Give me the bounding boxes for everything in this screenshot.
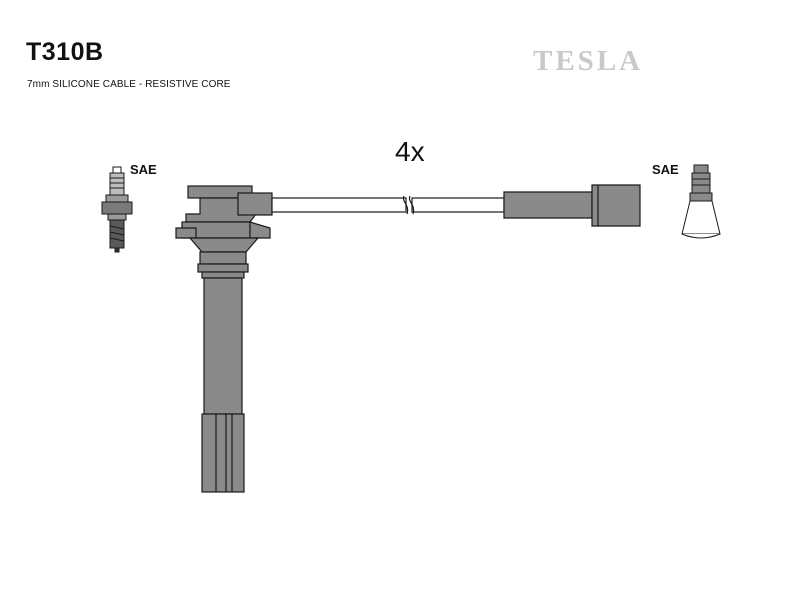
part-number: T310B xyxy=(26,38,104,66)
product-description: 7mm SILICONE CABLE - RESISTIVE CORE xyxy=(27,79,231,90)
left-terminal-label: SAE xyxy=(130,162,157,177)
terminal-cap-icon xyxy=(681,164,721,239)
ignition-cable xyxy=(271,195,505,215)
spark-plug-icon xyxy=(101,166,133,253)
brand-logo: TESLA xyxy=(533,45,644,77)
plug-boot xyxy=(503,184,641,227)
right-terminal-label: SAE xyxy=(652,162,679,177)
quantity-label: 4x xyxy=(395,136,425,167)
coil-boot xyxy=(175,185,273,493)
